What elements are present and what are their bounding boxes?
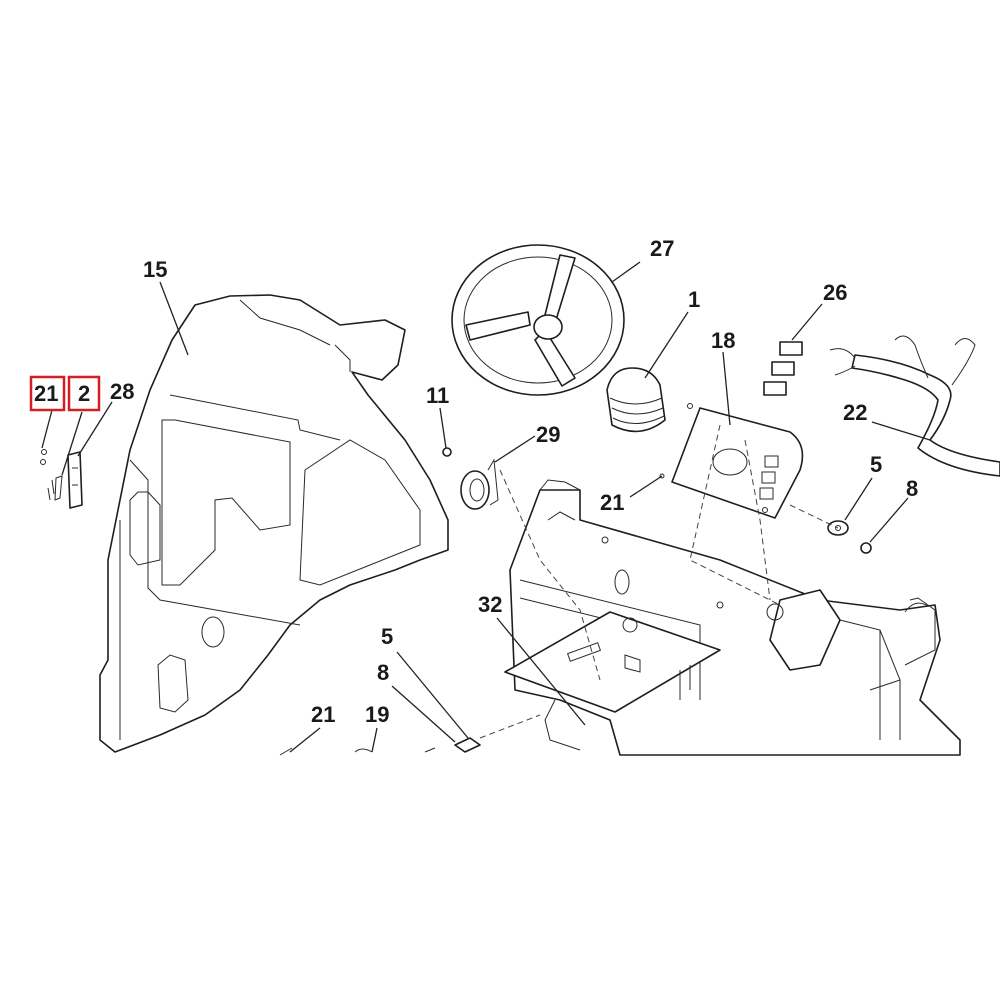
label-part-21-middle: 21 <box>600 490 624 515</box>
boot-part-1 <box>606 367 666 433</box>
label-part-21-left: 21 <box>34 381 58 406</box>
label-part-22: 22 <box>843 400 867 425</box>
nut-part-8 <box>860 542 872 554</box>
label-part-8-right: 8 <box>906 476 918 501</box>
highlight-box-2 <box>67 375 101 412</box>
label-part-19: 19 <box>365 702 389 727</box>
latch-bracket-part-28 <box>67 451 83 509</box>
dash-plate-part-18 <box>659 403 804 519</box>
label-part-11: 11 <box>426 383 449 408</box>
leader-lines <box>41 261 931 753</box>
label-part-1: 1 <box>688 287 700 312</box>
highlight-box-21 <box>29 375 66 412</box>
label-part-5-left: 5 <box>381 624 393 649</box>
label-part-27: 27 <box>650 236 674 261</box>
switches-part-26 <box>763 341 803 396</box>
frame-chassis <box>509 479 961 756</box>
label-part-8-left: 8 <box>377 660 389 685</box>
assembly-guide-lines <box>479 424 839 739</box>
label-part-28: 28 <box>110 379 134 404</box>
horn-part-29 <box>460 458 499 510</box>
label-part-29: 29 <box>536 422 560 447</box>
label-part-26: 26 <box>823 280 847 305</box>
bolt-part-11 <box>442 447 452 457</box>
plate-part-2 <box>54 475 63 501</box>
label-part-5-right: 5 <box>870 452 882 477</box>
platform-plate-part-32 <box>504 611 721 751</box>
label-part-2: 2 <box>78 381 90 406</box>
lower-hardware <box>279 737 481 756</box>
fender-panel-part-15 <box>99 294 449 753</box>
label-part-32: 32 <box>478 592 502 617</box>
steering-wheel-part-27 <box>451 244 625 396</box>
label-part-15: 15 <box>143 257 167 282</box>
label-part-18: 18 <box>711 328 735 353</box>
wiring-harness-part-22 <box>829 335 1000 477</box>
screws-part-21 <box>40 449 55 501</box>
label-part-21-bottom: 21 <box>311 702 335 727</box>
